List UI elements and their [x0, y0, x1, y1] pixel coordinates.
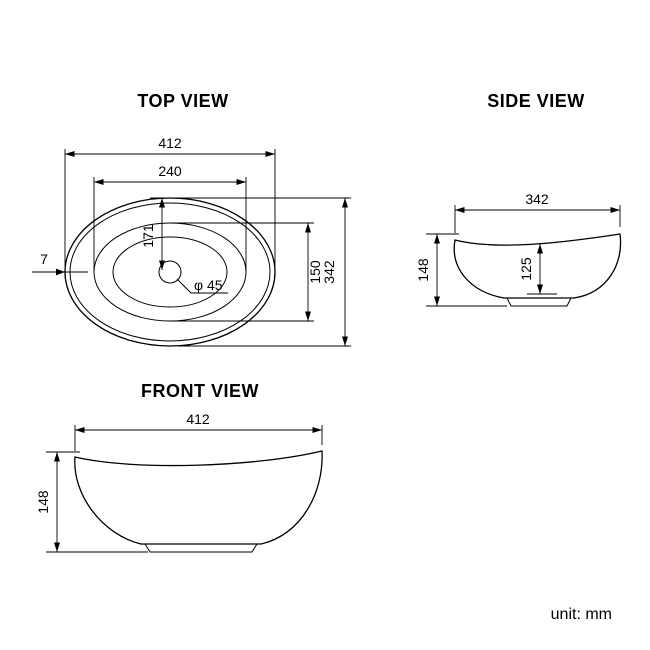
dim-label-opening-width: 240 [158, 163, 182, 179]
leader-line [176, 278, 228, 294]
side-view: SIDE VIEW 342 148 125 [415, 91, 622, 307]
dim-side-width: 342 [454, 191, 621, 233]
dim-front-width: 412 [74, 411, 323, 451]
basin-rim-profile [454, 233, 621, 246]
unit-label: unit: mm [551, 606, 612, 623]
arrowhead [56, 268, 65, 276]
top-view: TOP VIEW 412 240 171 [32, 91, 351, 347]
dim-label-drain-diameter: φ 45 [194, 277, 223, 293]
dim-top-opening-depth: 150 [172, 222, 323, 322]
basin-opening-edge [93, 222, 247, 322]
dim-top-center-to-edge: 171 [140, 198, 165, 270]
front-view: FRONT VIEW 412 148 [35, 381, 323, 553]
dim-label-front-height: 148 [35, 490, 51, 514]
basin-base [144, 543, 258, 553]
dim-side-inner-depth: 125 [518, 244, 557, 295]
dim-label-rim-thickness: 7 [40, 251, 48, 267]
dim-top-overall-depth: 342 [150, 197, 351, 347]
basin-left-profile [453, 239, 505, 299]
dim-label-opening-depth: 150 [307, 260, 323, 284]
basin-rim-inner-edge [69, 202, 271, 342]
dim-top-opening-width: 240 [93, 163, 247, 272]
front-view-title: FRONT VIEW [141, 381, 259, 401]
dim-top-overall-width: 412 [64, 135, 276, 266]
dim-side-height: 148 [415, 233, 507, 307]
basin-right-profile [260, 450, 323, 545]
dim-label-overall-width: 412 [158, 135, 182, 151]
dim-front-height: 148 [35, 451, 148, 553]
basin-outer-edge [64, 197, 276, 347]
front-view-outline [74, 450, 323, 553]
basin-rim-profile [74, 450, 323, 467]
side-view-outline [453, 233, 622, 307]
basin-base [506, 297, 572, 307]
side-view-title: SIDE VIEW [487, 91, 585, 111]
basin-right-profile [573, 233, 622, 299]
basin-left-profile [74, 456, 142, 545]
dim-label-side-height: 148 [415, 258, 431, 282]
basin-bowl-edge [112, 236, 228, 308]
dim-label-front-width: 412 [186, 411, 210, 427]
dim-top-rim-thickness: 7 [32, 251, 88, 276]
top-view-title: TOP VIEW [137, 91, 228, 111]
top-view-outline [64, 197, 276, 347]
drain-hole [158, 260, 182, 284]
dim-label-inner-depth: 125 [518, 257, 534, 281]
dim-label-center-to-edge: 171 [140, 224, 156, 248]
dim-label-side-width: 342 [525, 191, 549, 207]
dim-label-overall-depth: 342 [321, 260, 337, 284]
dim-top-drain-diameter: φ 45 [176, 277, 228, 294]
